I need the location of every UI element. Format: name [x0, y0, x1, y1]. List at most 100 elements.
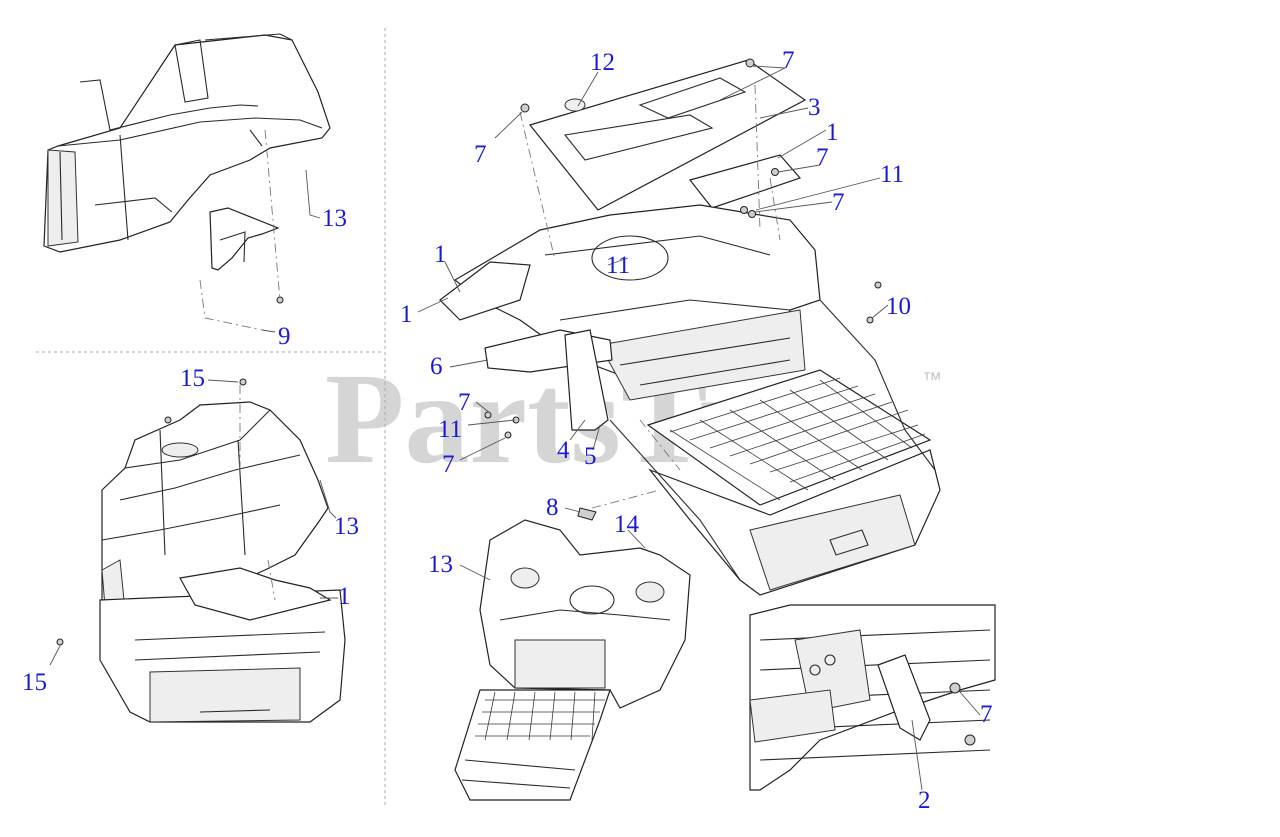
lead-15b	[49, 645, 61, 666]
callout-7: 7	[832, 189, 845, 216]
lead-7a	[719, 65, 786, 101]
lead-11b	[607, 257, 629, 266]
fender-handle	[174, 39, 209, 103]
lead-7d	[494, 111, 523, 139]
lead-5	[592, 424, 601, 451]
upper-bracket	[688, 154, 802, 209]
callout-7: 7	[980, 701, 993, 728]
fender-inset-bottom	[49, 378, 346, 723]
callout-7: 7	[782, 47, 795, 74]
lead-2	[911, 719, 923, 791]
assembled-front-panel	[514, 639, 606, 689]
seat-plate-grommet	[564, 98, 586, 112]
lead-15a	[207, 379, 239, 383]
fender-rib-2	[237, 439, 246, 556]
callout-7: 7	[816, 144, 829, 171]
detail-bracket-plate	[794, 629, 871, 713]
callout-1: 1	[400, 301, 413, 328]
callout-8: 8	[546, 494, 559, 521]
assembled-view	[454, 519, 691, 801]
callout-4: 4	[557, 437, 570, 464]
seat-plate-slot-2	[638, 77, 747, 119]
trademark-symbol: ™	[922, 369, 942, 391]
lead-1a	[777, 129, 827, 159]
lead-1c	[417, 297, 449, 313]
frame-round-opening	[591, 235, 669, 281]
callout-7: 7	[474, 141, 487, 168]
lead-12	[577, 71, 599, 107]
fender-arc	[249, 129, 263, 147]
lead-3	[759, 107, 809, 119]
callout-10: 10	[886, 293, 911, 320]
fender-shell-lower	[101, 504, 281, 541]
seat-plate-slot-1	[563, 114, 714, 161]
fender-bolt	[276, 296, 284, 304]
bracket-assembly	[179, 567, 332, 621]
fender-bracket	[209, 207, 280, 271]
right-rail	[819, 299, 936, 471]
frame-plate	[149, 667, 301, 723]
callout-6: 6	[430, 353, 443, 380]
frame-slot	[199, 709, 271, 713]
lead-7b	[777, 164, 821, 173]
lead-13c	[459, 564, 491, 581]
bottom-inset-centerline	[239, 385, 276, 601]
left-frame-rail	[609, 419, 741, 581]
frame-rails	[134, 631, 326, 661]
floor-grid-lines	[669, 377, 926, 501]
lead-11c	[467, 419, 516, 426]
detail-hole-1	[809, 664, 821, 676]
fender-cup	[161, 442, 199, 458]
fender-mid-edge	[57, 117, 323, 147]
callout-13: 13	[428, 551, 453, 578]
callout-7: 7	[458, 389, 471, 416]
callout-11: 11	[438, 416, 462, 443]
callout-13: 13	[334, 513, 359, 540]
detail-rails	[759, 629, 991, 761]
fender-shell-edge	[124, 409, 271, 469]
lead-6	[449, 359, 489, 368]
detail-nut-1	[949, 682, 961, 694]
assembled-floor	[454, 689, 611, 801]
fender-seam	[119, 134, 129, 241]
callout-labels: 12 7 3 1 7 11 7 7 11 1 1 10 6 7 11 7 4 5…	[22, 47, 993, 814]
footrest-slot	[829, 529, 869, 556]
fender-front-face	[47, 149, 79, 247]
left-rail	[439, 261, 531, 321]
callout-11: 11	[880, 161, 904, 188]
frame-front-panel	[599, 309, 806, 401]
callout-1: 1	[826, 119, 839, 146]
bolt-front	[56, 638, 64, 646]
lead-4	[569, 419, 586, 441]
callout-3: 3	[808, 94, 821, 121]
fender-rim	[204, 33, 293, 41]
fender-front-line	[59, 151, 63, 241]
fender-lower-edge	[94, 197, 173, 213]
bolt-upper	[164, 416, 172, 424]
callout-15: 15	[180, 365, 205, 392]
callout-14: 14	[614, 511, 640, 538]
fender-top-edge	[79, 79, 259, 131]
seat-plate	[528, 59, 807, 211]
fender-body	[43, 34, 331, 253]
detail-nut-2	[964, 734, 976, 746]
lead-11a	[755, 177, 881, 211]
main-exploded-view	[417, 58, 941, 596]
callout-7: 7	[442, 451, 455, 478]
frame-panel-lines	[619, 337, 791, 386]
assembled-fender-edge	[499, 609, 671, 621]
panel-separators	[36, 28, 386, 808]
callout-5: 5	[584, 443, 597, 470]
fender-rib	[159, 429, 166, 556]
main-centerlines	[519, 84, 781, 509]
lead-1b	[444, 261, 461, 293]
callout-1: 1	[434, 241, 447, 268]
floor-grate	[646, 369, 932, 506]
callout-11: 11	[606, 252, 630, 279]
callout-1: 1	[338, 583, 351, 610]
lead-7f	[459, 437, 506, 461]
assembled-cup-left	[510, 567, 540, 589]
lead-13a	[305, 169, 321, 219]
frame-edge-mid	[559, 299, 791, 321]
